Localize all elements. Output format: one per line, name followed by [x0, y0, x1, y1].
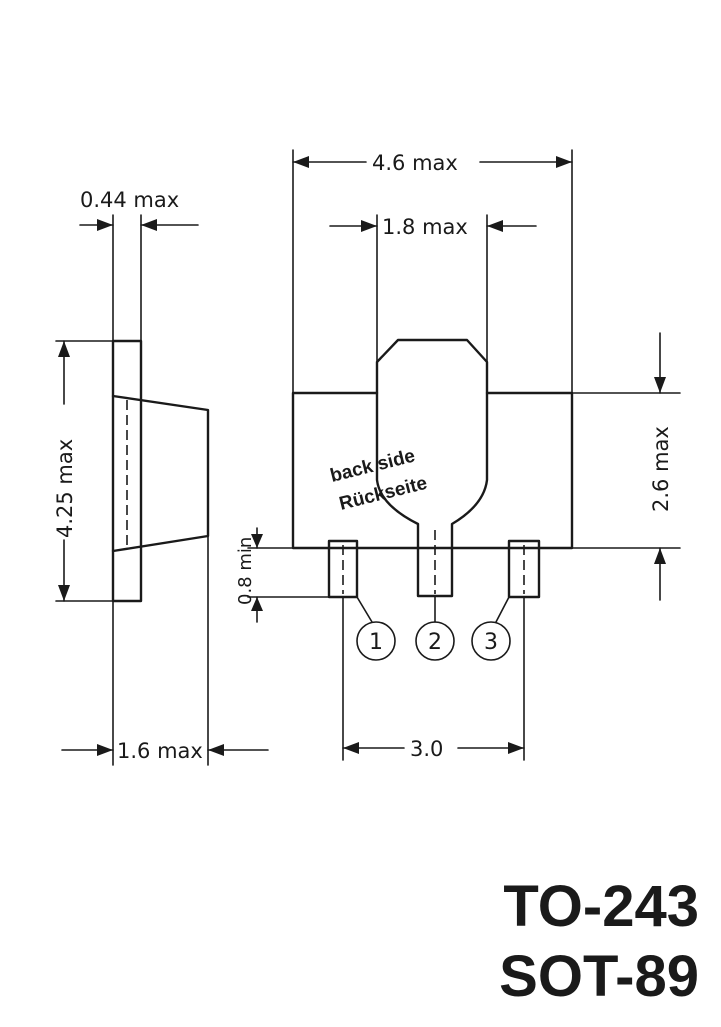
dim-label-lead-min: 0.8 min: [235, 537, 256, 605]
arrow: [208, 744, 224, 756]
side-view: 0.44 max 4.25 max 1.6 max: [53, 188, 269, 766]
pin-number-circle: [356, 621, 396, 661]
dim-label-lead-thickness: 0.44 max: [80, 188, 179, 212]
dim-label-side-thickness: 1.6 max: [117, 739, 203, 763]
arrow: [293, 156, 309, 168]
leader-line: [356, 596, 373, 623]
pin-number-2: 2: [428, 630, 442, 655]
pin-number-circle: [471, 621, 511, 661]
dim-label-body-height: 2.6 max: [649, 426, 673, 512]
side-view-lead-strip: [111, 339, 143, 603]
arrow: [654, 548, 666, 564]
dim-label-tab-width: 1.8 max: [382, 215, 468, 239]
dim-label-overall-width: 4.6 max: [372, 151, 458, 175]
package-name-secondary: SOT-89: [499, 944, 699, 1009]
pin-3-callout: 3: [471, 596, 511, 661]
leader-line: [495, 596, 510, 623]
arrow: [251, 534, 263, 548]
arrow: [654, 377, 666, 393]
arrow: [487, 220, 503, 232]
arrow: [251, 597, 263, 611]
side-view-body: [111, 394, 210, 553]
front-view-body: [291, 338, 574, 550]
arrow: [141, 219, 157, 231]
pin-number-3: 3: [484, 630, 498, 655]
front-view: 4.6 max 1.8 max 2.6 max 0.8 min 3.0 back…: [235, 149, 681, 761]
arrow: [97, 219, 113, 231]
pin-1-callout: 1: [356, 596, 396, 661]
arrow: [361, 220, 377, 232]
arrow: [343, 742, 359, 754]
arrow: [508, 742, 524, 754]
arrow: [58, 341, 70, 357]
arrow: [97, 744, 113, 756]
arrow: [556, 156, 572, 168]
dim-label-side-height: 4.25 max: [53, 439, 77, 538]
pin-number-circle: [415, 621, 455, 661]
package-name-primary: TO-243: [503, 874, 699, 939]
pin-number-1: 1: [369, 630, 383, 655]
arrow: [58, 585, 70, 601]
pin-2-callout: 2: [415, 596, 455, 661]
dim-label-pitch: 3.0: [410, 737, 443, 761]
front-view-tab: [375, 391, 489, 598]
